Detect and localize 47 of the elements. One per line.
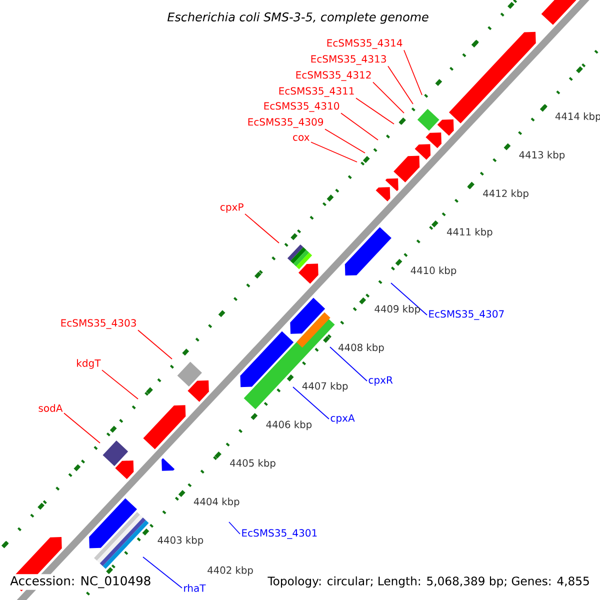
gene-label: rhaT bbox=[184, 584, 206, 592]
leader-line bbox=[142, 556, 182, 588]
leader-line bbox=[138, 330, 172, 360]
kbp-label: 4405 kbp bbox=[230, 459, 276, 469]
gene-label: EcSMS35_4313 bbox=[311, 55, 386, 65]
gene-label: EcSMS35_4310 bbox=[264, 102, 340, 112]
gene-label: kdgT bbox=[77, 359, 101, 369]
kbp-label: 4407 kbp bbox=[302, 382, 348, 392]
gene-label: EcSMS35_4303 bbox=[61, 319, 136, 329]
gene-label: EcSMS35_4314 bbox=[327, 39, 402, 49]
leader-line bbox=[324, 128, 366, 154]
kbp-label: 4402 kbp bbox=[208, 566, 253, 576]
accession-text: Accession: NC_010498 bbox=[8, 574, 153, 590]
gene-label: EcSMS35_4307 bbox=[429, 310, 504, 320]
gene-label: EcSMS35_4311 bbox=[279, 87, 354, 97]
kbp-label: 4411 kbp bbox=[446, 228, 492, 238]
genome-info-text: Topology: circular; Length: 5,068,389 bp; Genes: 4,855 bbox=[266, 574, 592, 590]
gene-label: cox bbox=[293, 135, 310, 141]
gene-label: cpxR bbox=[368, 376, 393, 386]
kbp-label: 4412 kbp bbox=[483, 189, 528, 199]
gene-label: EcSMS35_4312 bbox=[296, 71, 371, 81]
kbp-label: 4406 kbp bbox=[266, 420, 312, 430]
kbp-label: 4408 kbp bbox=[338, 344, 384, 354]
leader-line bbox=[228, 522, 240, 534]
gene-label: sodA bbox=[38, 404, 63, 412]
kbp-label: 4409 kbp bbox=[374, 305, 420, 315]
leader-line bbox=[356, 98, 394, 124]
gene-label: EcSMS35_4309 bbox=[248, 118, 324, 128]
leader-line bbox=[310, 142, 358, 162]
leader-line bbox=[390, 282, 428, 316]
gene-label: EcSMS35_4301 bbox=[242, 529, 317, 539]
kbp-label: 4404 kbp bbox=[194, 498, 240, 508]
leader-line bbox=[372, 82, 404, 114]
leader-line bbox=[388, 66, 414, 104]
kbp-label: 4410 kbp bbox=[410, 266, 456, 276]
leader-line bbox=[340, 112, 378, 140]
leader-line bbox=[244, 214, 280, 244]
leader-line bbox=[102, 370, 138, 400]
leader-line bbox=[64, 412, 100, 444]
leader-line bbox=[404, 50, 422, 96]
kbp-label: 4403 kbp bbox=[158, 536, 204, 546]
leader-line bbox=[330, 346, 368, 382]
gene-label: cpxA bbox=[330, 414, 355, 424]
title: Escherichia coli SMS-3-5, complete genome bbox=[167, 12, 428, 24]
leader-line bbox=[292, 386, 330, 420]
gene-label: cpxP bbox=[220, 203, 244, 213]
kbp-label: 4413 kbp bbox=[519, 150, 565, 160]
